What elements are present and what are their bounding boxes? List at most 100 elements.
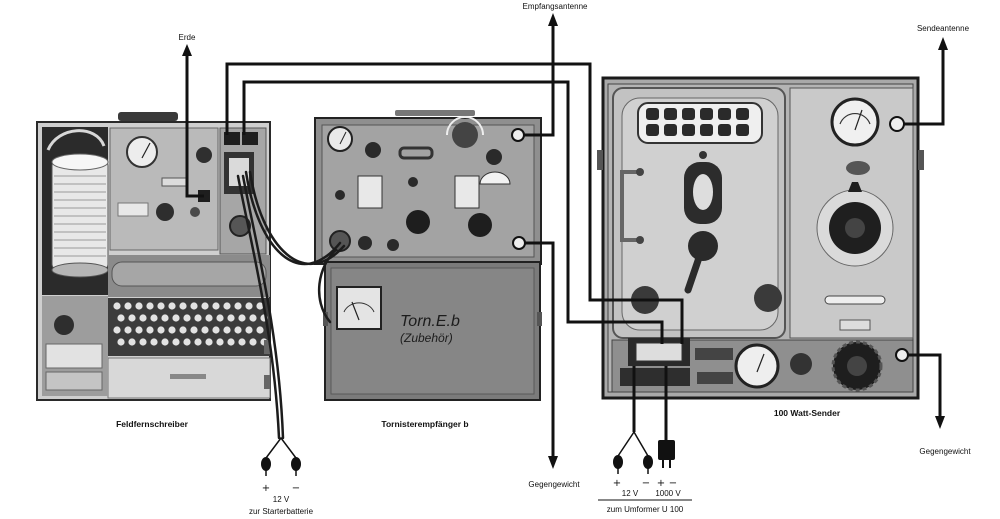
case-latch-upper: [264, 340, 270, 354]
keyboard-key: [146, 326, 154, 334]
battery-split: [265, 436, 297, 459]
receiver-unit: [314, 110, 542, 265]
door-side-handle: [620, 170, 640, 242]
keyboard-key: [135, 326, 143, 334]
teleprinter-label: Feldfernschreiber: [116, 419, 188, 429]
receiver-handle: [395, 110, 475, 116]
battery-caption: zur Starterbatterie: [249, 507, 314, 516]
keyboard-keys: [113, 302, 268, 346]
connection-wires: [182, 13, 948, 469]
transmitter-latch-right: [918, 150, 924, 170]
converter-low-minus-label: −: [642, 478, 650, 489]
paper-roll: [111, 261, 267, 287]
receiver-scale-right: [454, 175, 480, 209]
receiver-grip: [398, 146, 434, 160]
keyboard-key: [113, 302, 121, 310]
handle-mount-bottom: [636, 236, 644, 244]
keyboard-key: [205, 314, 213, 322]
keyboard-key: [238, 314, 246, 322]
transmitter-unit: [597, 76, 924, 400]
transmit-antenna-wire: [904, 48, 945, 126]
receiver-counterpoise-socket: [512, 236, 526, 250]
keyboard-key: [150, 314, 158, 322]
grille-slot: [682, 108, 695, 120]
keyboard-key: [249, 314, 257, 322]
keyboard-key: [245, 302, 253, 310]
transmitter-meter: [830, 97, 880, 147]
keyboard-key: [216, 338, 224, 346]
accessory-meter: [336, 286, 382, 330]
panel-knob: [196, 147, 212, 163]
teleprinter-unit: [36, 112, 271, 401]
receiver-knob-1: [365, 142, 381, 158]
receiver-front-panel: [321, 124, 535, 258]
mechanism-base: [45, 371, 103, 391]
keyboard-key: [212, 302, 220, 310]
door-knob-right: [754, 284, 782, 312]
keyboard-key: [183, 338, 191, 346]
transmitter-counterpoise-wire: [908, 353, 942, 418]
converter-caption: zum Umformer U 100: [607, 505, 684, 514]
keyboard-key: [249, 338, 257, 346]
battery-minus-label: −: [292, 483, 300, 494]
converter-low-plus-plug: [613, 455, 623, 469]
receiver-teleprinter-cable: [244, 170, 342, 266]
converter-high-voltage-plug: [658, 440, 675, 460]
keyboard-key: [179, 326, 187, 334]
meter-needle: [141, 142, 151, 159]
keyboard-key: [238, 338, 246, 346]
battery-voltage-label: 12 V: [273, 495, 290, 504]
converter-high-voltage-label: 1000 V: [655, 489, 681, 498]
keyboard-key: [157, 302, 165, 310]
keyboard-key: [256, 302, 264, 310]
earth-label: Erde: [179, 33, 196, 42]
teleprinter-transmitter-wire-b: [242, 80, 664, 344]
grille-slot: [700, 124, 713, 136]
keyboard-key: [168, 326, 176, 334]
round-socket: [229, 215, 251, 237]
transmit-antenna-socket: [889, 116, 905, 132]
keyboard-key: [212, 326, 220, 334]
transmitter-meter-scale: [839, 112, 871, 125]
keyboard-key: [124, 302, 132, 310]
converter-low-minus-plug: [643, 455, 653, 469]
keyboard-key: [128, 338, 136, 346]
transmit-antenna-label: Sendeantenne: [917, 24, 970, 33]
transmitter-label: 100 Watt-Sender: [774, 408, 841, 418]
bottom-meter: [734, 343, 780, 389]
keyboard-key: [172, 314, 180, 322]
accessory-latch-right: [537, 312, 542, 326]
keyboard-key: [201, 326, 209, 334]
receiver-antenna-socket: [511, 128, 525, 142]
receiver-label: Tornisterempfänger b: [381, 419, 468, 429]
receiver-main-knob-left: [406, 210, 430, 234]
keyboard-key: [216, 314, 224, 322]
bottom-knob-cap: [847, 356, 867, 376]
receiver-meter: [327, 126, 353, 152]
receiver-counterpoise-label: Gegengewicht: [528, 480, 580, 489]
grille-slots: [646, 108, 749, 136]
selector-knob: [156, 203, 174, 221]
accessory-meter-scale: [343, 302, 375, 313]
tank-indicator-screw: [699, 151, 707, 159]
receiver-meter-needle: [339, 131, 347, 145]
keyboard-key: [172, 338, 180, 346]
converter-low-voltage-label: 12 V: [622, 489, 639, 498]
grille-slot: [664, 124, 677, 136]
teleprinter-control-panel: [109, 127, 219, 251]
keyboard-key: [150, 338, 158, 346]
keyboard-key: [234, 326, 242, 334]
motor-bay-cable: [46, 129, 106, 151]
keyboard-key: [201, 302, 209, 310]
mechanism-gear: [54, 315, 74, 335]
receive-antenna-label: Empfangsantenne: [523, 2, 588, 11]
case-latch-lower: [264, 375, 270, 389]
panel-switch: [161, 177, 187, 187]
keyboard-key: [223, 326, 231, 334]
accessory-meter-needle: [351, 301, 360, 321]
keyboard-key: [227, 338, 235, 346]
keyboard-key: [183, 314, 191, 322]
keyboard-key: [256, 326, 264, 334]
keyboard-key: [113, 326, 121, 334]
